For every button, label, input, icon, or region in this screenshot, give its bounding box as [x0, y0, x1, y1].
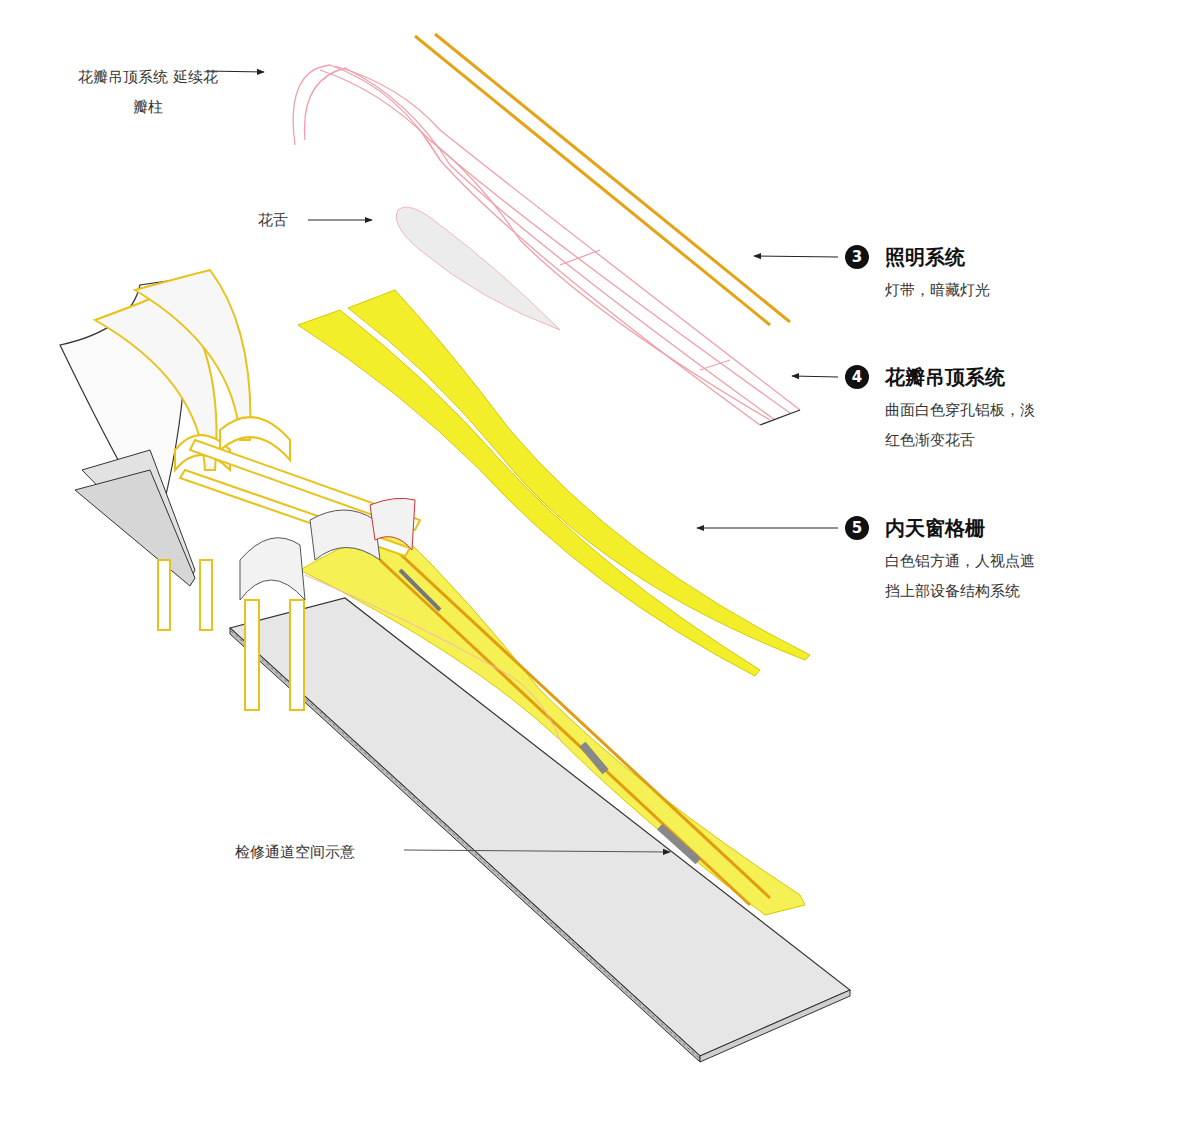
annotation-label: 检修通道空间示意	[235, 842, 355, 862]
callout-description: 曲面白色穿孔铝板，淡 红色渐变花舌	[885, 395, 1049, 455]
callout-description: 白色铝方通，人视点遮 挡上部设备结构系统	[885, 546, 1049, 606]
callout-heading: 花瓣吊顶系统	[885, 365, 1049, 389]
skylight-grille	[298, 290, 810, 676]
callout-number: 3	[845, 245, 869, 269]
assembled-grille	[300, 528, 805, 915]
callout-item: 4 花瓣吊顶系统曲面白色穿孔铝板，淡 红色渐变花舌	[845, 365, 1049, 455]
callout-item: 5 内天窗格栅白色铝方通，人视点遮 挡上部设备结构系统	[845, 516, 1049, 606]
petal-ceiling	[293, 65, 800, 425]
light-strips	[415, 34, 790, 325]
annotation-label: 花舌	[258, 210, 288, 230]
annotation-label: 花瓣吊顶系统 延续花瓣柱	[78, 62, 218, 122]
callout-heading: 照明系统	[885, 245, 1049, 269]
leader-arrows	[206, 71, 838, 852]
callout-number: 4	[845, 365, 869, 389]
callout-number: 5	[845, 516, 869, 540]
callout-description: 灯带，暗藏灯光	[885, 275, 1049, 305]
callout-heading: 内天窗格栅	[885, 516, 1049, 540]
callout-item: 3 照明系统灯带，暗藏灯光	[845, 245, 1049, 305]
